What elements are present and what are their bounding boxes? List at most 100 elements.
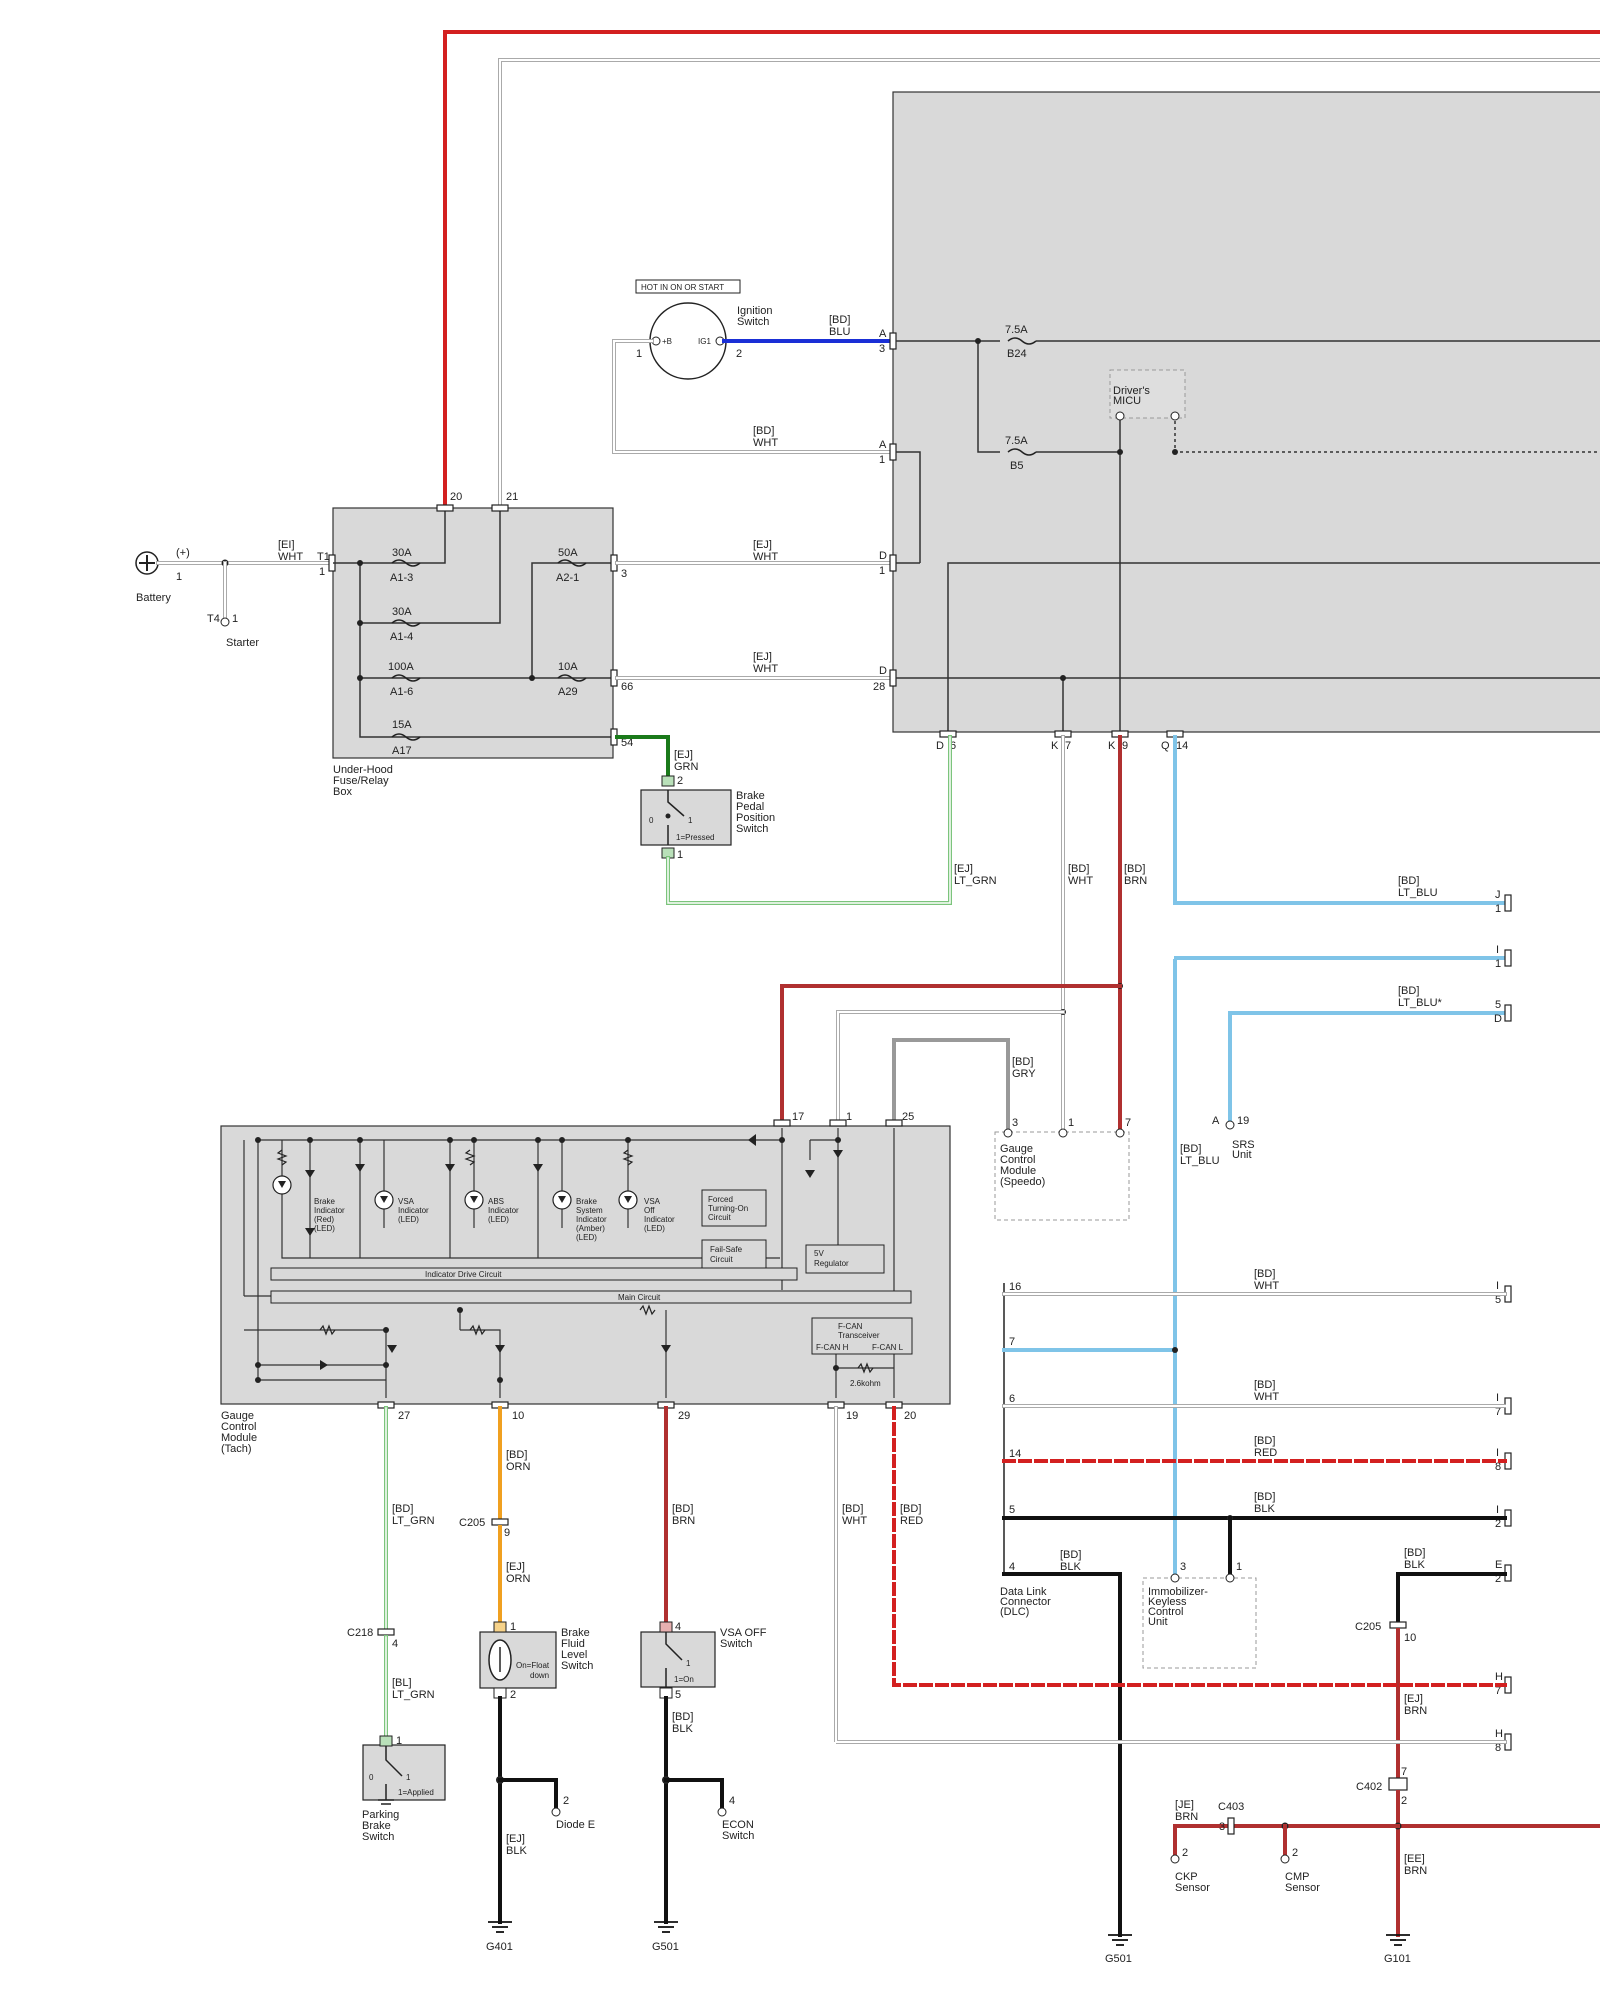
ind-brake-red-1: Brake (314, 1197, 335, 1206)
pin-ud-k7-letter: K (1051, 740, 1059, 752)
wire-lt-blu-immo-color: LT_BLU (1180, 1155, 1220, 1167)
wire-k9-brn-color: BRN (1124, 875, 1147, 887)
wire-gry-color: GRY (1012, 1068, 1036, 1080)
tach-resistors (276, 1149, 874, 1374)
c403-pin: 3 (1219, 1821, 1225, 1833)
wire-je-brn-color: BRN (1175, 1811, 1198, 1823)
brake-pedal-pin-top: 2 (677, 775, 683, 787)
wire-ee-brn-code: [EE] (1404, 1853, 1425, 1865)
edge-h7-b: 7 (1495, 1685, 1501, 1697)
speedo-pin-7: 7 (1125, 1117, 1131, 1129)
main-circuit-label: Main Circuit (618, 1293, 661, 1302)
wire-dlc5-color: BLK (1254, 1503, 1275, 1515)
c403-name: C403 (1218, 1801, 1244, 1813)
fuse-b24 (1007, 337, 1037, 345)
ignition-term-ig1: IG1 (698, 337, 711, 346)
wire-ej-grn (615, 735, 670, 782)
ind-vsa-1: VSA (398, 1197, 415, 1206)
c402-pin-b: 2 (1401, 1795, 1407, 1807)
econ-label-1: ECON (722, 1819, 754, 1831)
wire-ej-lt-grn-color: LT_GRN (954, 875, 997, 887)
wire-ej-grn-code: [EJ] (674, 749, 693, 761)
fuse-a2-1-amp: 50A (558, 547, 578, 559)
vsa-off-pin5: 5 (675, 1689, 681, 1701)
dlc-pin-4: 4 (1009, 1561, 1015, 1573)
immo-label-3: Control (1148, 1606, 1183, 1618)
wire-ej-brn-color: BRN (1404, 1705, 1427, 1717)
connector-ud-a1 (889, 443, 897, 461)
wire-dlc14-color: RED (1254, 1447, 1277, 1459)
main-circuit (270, 1290, 912, 1304)
ignition-label-2: Switch (737, 316, 769, 328)
battery-label: Battery (136, 592, 171, 604)
wire-bd-lt-blu-q14 (1173, 735, 1507, 905)
failsafe-1: Fail-Safe (710, 1245, 743, 1254)
fuse-a29-amp: 10A (558, 661, 578, 673)
brake-fluid-label-4: Switch (561, 1660, 593, 1672)
immo-label-1: Immobilizer- (1148, 1586, 1208, 1598)
srs-terminal (1225, 1120, 1235, 1130)
edge-i7-b: 7 (1495, 1406, 1501, 1418)
wire-gry-code: [BD] (1012, 1056, 1033, 1068)
fuse-a29-name: A29 (558, 686, 578, 698)
tach-led-circles (272, 1175, 638, 1210)
ground-g501a-symbol (654, 1921, 678, 1933)
ground-g401: G401 (486, 1941, 513, 1953)
pin-ud-d6-num: 6 (950, 740, 956, 752)
regulator-2: Regulator (814, 1259, 849, 1268)
wire-blk-econ (664, 1778, 724, 1810)
pin-t1: T1 (317, 551, 330, 563)
wire-29-color: BRN (672, 1515, 695, 1527)
tach-pin-17 (773, 1119, 791, 1127)
fuse-a1-3-name: A1-3 (390, 572, 413, 584)
pin-ud-d1-num: 1 (879, 565, 885, 577)
ignition-banner: HOT IN ON OR START (641, 283, 724, 292)
wire-brn-to-tach-17 (780, 984, 1122, 1124)
wire-bd-wht-color: WHT (753, 437, 778, 449)
ckp-pin: 2 (1182, 1847, 1188, 1859)
wire-ee-brn-color: BRN (1404, 1865, 1427, 1877)
wire-19-color: WHT (842, 1515, 867, 1527)
edge-5d-b: D (1494, 1013, 1502, 1025)
dlc-pin-7: 7 (1009, 1336, 1015, 1348)
brake-fluid-pin1: 1 (510, 1621, 516, 1633)
wire-dlc6-code: [BD] (1254, 1379, 1275, 1391)
drivers-micu (1109, 369, 1186, 419)
tach-pin-1 (829, 1119, 847, 1127)
wire-bd-blu-code: [BD] (829, 314, 850, 326)
immo-label-2: Keyless (1148, 1596, 1187, 1608)
wire-dlc16-code: [BD] (1254, 1268, 1275, 1280)
tach-pin-27-label: 27 (398, 1410, 410, 1422)
parking-brake-switch (362, 1744, 446, 1801)
tach-pin-10-label: 10 (512, 1410, 524, 1422)
c205b-name: C205 (1355, 1621, 1381, 1633)
fuse-b5 (1007, 448, 1037, 456)
immo-pin-3: 3 (1180, 1561, 1186, 1573)
tach-label-3: Module (221, 1432, 257, 1444)
wire-bd-gry (892, 1038, 1010, 1130)
cmp-label-1: CMP (1285, 1871, 1309, 1883)
wire-vsa-blk-color: BLK (672, 1723, 693, 1735)
ground-g401-symbol (488, 1921, 512, 1933)
ground-g501b-symbol (1108, 1934, 1132, 1946)
immobilizer-keyless-control-unit (1142, 1577, 1257, 1669)
wire-dlc5-code: [BD] (1254, 1491, 1275, 1503)
edge-e2-b: 2 (1495, 1573, 1501, 1585)
ind-bsys-3: Indicator (576, 1215, 607, 1224)
diode-e-pin: 2 (563, 1795, 569, 1807)
wire-27-code: [BD] (392, 1503, 413, 1515)
edge-e2-a: E (1495, 1559, 1502, 1571)
ind-vsaoff-3: Indicator (644, 1215, 675, 1224)
fuse-b5-amp: 7.5A (1005, 435, 1028, 447)
starter-label: Starter (226, 637, 259, 649)
ind-vsaoff-4: (LED) (644, 1224, 665, 1233)
wire-bd-blu-color: BLU (829, 326, 850, 338)
speedo-label-2: Control (1000, 1154, 1035, 1166)
vsa-off-state: 1=On (674, 1675, 694, 1684)
c402-pin-a: 7 (1401, 1766, 1407, 1778)
fuse-a17-amp: 15A (392, 719, 412, 731)
tach-pin-1-label: 1 (846, 1111, 852, 1123)
ckp-terminal (1170, 1854, 1180, 1864)
edge-i8-b: 8 (1495, 1461, 1501, 1473)
wire-k7-wht-color: WHT (1068, 875, 1093, 887)
